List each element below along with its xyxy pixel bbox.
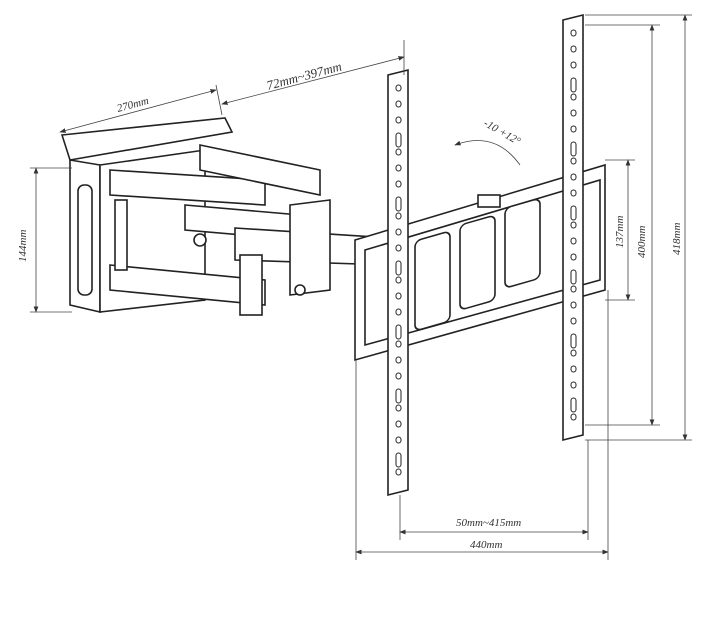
rail-slot bbox=[395, 116, 402, 124]
rail-slot bbox=[570, 61, 577, 69]
rail-slot bbox=[395, 308, 402, 316]
rail-slot bbox=[395, 180, 402, 188]
rail-slot bbox=[570, 221, 577, 229]
rail-slot bbox=[395, 276, 402, 284]
rail-slot bbox=[570, 237, 577, 245]
tv-bracket-frame bbox=[354, 163, 606, 362]
rail-slot bbox=[395, 292, 402, 300]
label-wall-plate-width: 270mm bbox=[116, 95, 150, 115]
label-overall-height: 418mm bbox=[671, 223, 683, 255]
rail-slot bbox=[570, 253, 577, 261]
rail-slot bbox=[395, 452, 402, 468]
rail-slot bbox=[570, 285, 577, 293]
rail-slot bbox=[570, 269, 577, 285]
rail-slot bbox=[395, 420, 402, 428]
rail-slot bbox=[570, 333, 577, 349]
rail-slot bbox=[395, 212, 402, 220]
left-vertical-rail bbox=[387, 68, 409, 497]
rail-slot bbox=[570, 173, 577, 181]
rail-slot bbox=[395, 228, 402, 236]
rail-slot bbox=[570, 189, 577, 197]
rail-slot bbox=[570, 45, 577, 53]
rail-slot bbox=[395, 196, 402, 212]
rail-slot bbox=[570, 141, 577, 157]
rail-slot bbox=[395, 372, 402, 380]
label-tilt: -10 +12° bbox=[482, 117, 523, 148]
rail-slot bbox=[395, 356, 402, 364]
rail-slot bbox=[570, 93, 577, 101]
rail-slot bbox=[395, 404, 402, 412]
rail-slot bbox=[395, 468, 402, 476]
rail-slot bbox=[395, 100, 402, 108]
rail-slot bbox=[395, 164, 402, 172]
label-wall-plate-height: 144mm bbox=[17, 230, 29, 262]
rail-slot bbox=[570, 301, 577, 309]
label-extension: 72mm~397mm bbox=[265, 58, 343, 92]
rail-slot bbox=[570, 125, 577, 133]
rail-slot bbox=[570, 157, 577, 165]
rail-slot bbox=[570, 205, 577, 221]
label-vesa-vertical: 400mm bbox=[636, 226, 648, 258]
rail-slot bbox=[395, 84, 402, 92]
rail-slot bbox=[395, 324, 402, 340]
rail-slot bbox=[570, 109, 577, 117]
rail-slot bbox=[395, 340, 402, 348]
rail-slot bbox=[395, 244, 402, 252]
dimension-lines bbox=[30, 14, 692, 560]
rail-slot bbox=[570, 29, 577, 37]
rail-slot bbox=[570, 77, 577, 93]
rail-slot bbox=[395, 388, 402, 404]
rail-slot bbox=[570, 381, 577, 389]
rail-slot bbox=[570, 317, 577, 325]
rail-slot bbox=[570, 349, 577, 357]
rail-slot bbox=[395, 132, 402, 148]
label-vesa-horizontal: 50mm~415mm bbox=[456, 517, 521, 529]
label-overall-width: 440mm bbox=[470, 539, 502, 551]
rail-slot bbox=[570, 397, 577, 413]
rail-slot bbox=[570, 413, 577, 421]
label-frame-height: 137mm bbox=[614, 216, 626, 248]
rail-slot bbox=[395, 260, 402, 276]
rail-slot bbox=[570, 365, 577, 373]
right-vertical-rail bbox=[562, 13, 584, 442]
rail-slot bbox=[395, 148, 402, 156]
rail-slot bbox=[395, 436, 402, 444]
